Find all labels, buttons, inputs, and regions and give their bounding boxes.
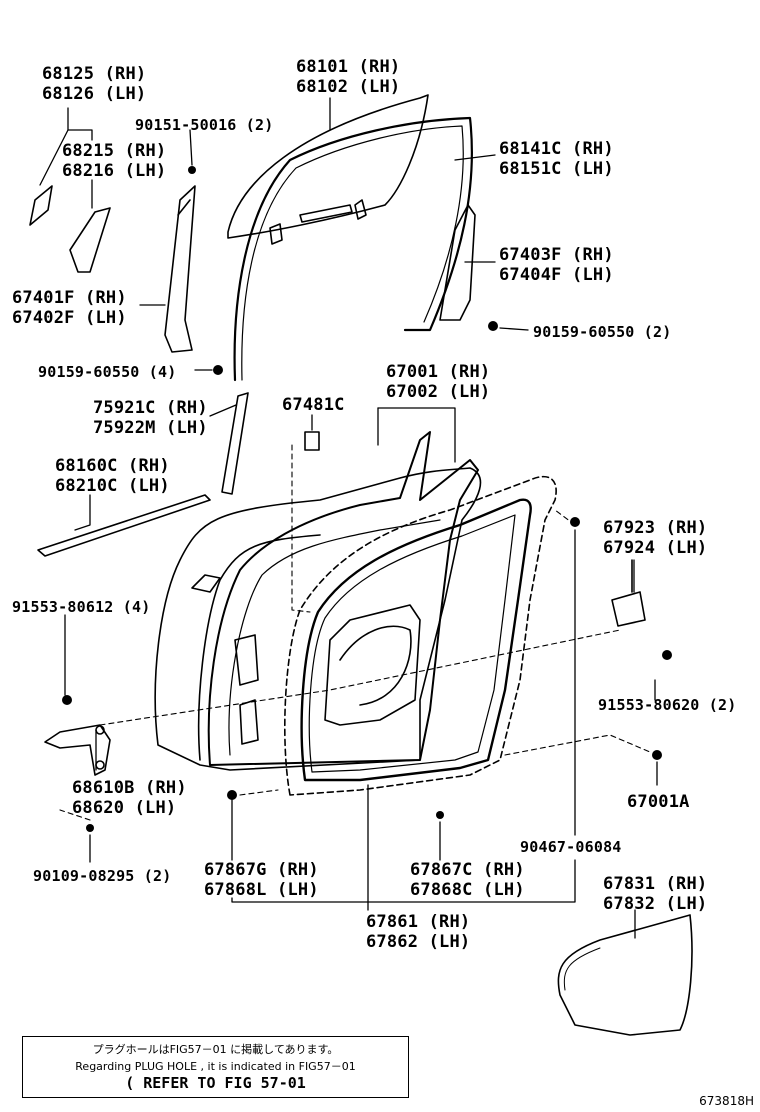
label-90467-text: 90467-06084 (520, 838, 622, 856)
door-check (611, 591, 646, 627)
label-90159-4-text: 90159-60550 (4) (38, 363, 177, 381)
label-68125-rh: 68125 (RH) (42, 64, 147, 84)
label-67831-rh: 67831 (RH) (603, 874, 708, 894)
label-67867g: 67867G (RH)67868L (LH) (204, 860, 319, 900)
rear-division-bar (439, 204, 476, 321)
door-frame (207, 431, 479, 766)
label-68215-lh: 68216 (LH) (62, 161, 167, 181)
label-68160c: 68160C (RH)68210C (LH) (55, 456, 170, 496)
label-68215-rh: 68215 (RH) (62, 141, 167, 161)
label-68160c-lh: 68210C (LH) (55, 476, 170, 496)
division-bar (164, 185, 196, 353)
label-90159-4: 90159-60550 (4) (38, 362, 176, 382)
label-68141c-lh: 68151C (LH) (499, 159, 614, 179)
label-67923-rh: 67923 (RH) (603, 518, 708, 538)
note-english: Regarding PLUG HOLE , it is indicated in… (75, 1060, 356, 1073)
label-90151: 90151-50016 (2) (135, 115, 273, 135)
label-91553-2-text: 91553-80620 (2) (598, 696, 737, 714)
note-refer-fig: ( REFER TO FIG 57-01 (125, 1074, 306, 1092)
label-90109: 90109-08295 (2) (33, 866, 171, 886)
label-67401f: 67401F (RH)67402F (LH) (12, 288, 127, 328)
label-67831-lh: 67832 (LH) (603, 894, 708, 914)
label-67831: 67831 (RH)67832 (LH) (603, 874, 707, 914)
belt-molding (221, 392, 249, 495)
label-75921c-rh: 75921C (RH) (93, 398, 208, 418)
label-67923: 67923 (RH)67924 (LH) (603, 518, 707, 558)
label-91553-4-text: 91553-80612 (4) (12, 598, 151, 616)
label-68215: 68215 (RH)68216 (LH) (62, 141, 166, 181)
leader-lines (39, 97, 658, 939)
door-glass (227, 94, 429, 239)
figure-id: 673818H (699, 1094, 754, 1108)
label-68160c-rh: 68160C (RH) (55, 456, 170, 476)
label-67403f: 67403F (RH)67404F (LH) (499, 245, 614, 285)
note-japanese: プラグホールはFIG57－01 に掲載してあります。 (92, 1043, 339, 1056)
label-67001a-text: 67001A (627, 792, 690, 812)
label-67867g-lh: 67868L (LH) (204, 880, 319, 900)
label-90151-text: 90151-50016 (2) (135, 116, 274, 134)
label-67403f-rh: 67403F (RH) (499, 245, 614, 265)
quarter-glass-weatherstrip (69, 207, 111, 273)
glass-run-channel (233, 116, 473, 382)
label-67867c-rh: 67867C (RH) (410, 860, 525, 880)
label-68141c-rh: 68141C (RH) (499, 139, 614, 159)
label-67001-lh: 67002 (LH) (386, 382, 491, 402)
label-67861-lh: 67862 (LH) (366, 932, 471, 952)
label-91553-2: 91553-80620 (2) (598, 695, 736, 715)
label-68125: 68125 (RH)68126 (LH) (42, 64, 146, 104)
label-67001: 67001 (RH)67002 (LH) (386, 362, 490, 402)
door-weatherstrip (283, 475, 557, 796)
door-panel (154, 467, 482, 771)
label-67401f-rh: 67401F (RH) (12, 288, 127, 308)
fasteners (62, 166, 672, 832)
label-75921c: 75921C (RH)75922M (LH) (93, 398, 208, 438)
label-68101-rh: 68101 (RH) (296, 57, 401, 77)
reference-note-box: プラグホールはFIG57－01 に掲載してあります。 Regarding PLU… (22, 1036, 409, 1098)
label-67861: 67861 (RH)67862 (LH) (366, 912, 470, 952)
label-90109-text: 90109-08295 (2) (33, 867, 172, 885)
label-67867c-lh: 67868C (LH) (410, 880, 525, 900)
label-90467: 90467-06084 (520, 837, 622, 857)
quarter-glass (29, 185, 53, 226)
cushion-67481c (304, 431, 320, 451)
door-trim (557, 914, 693, 1036)
label-90159-2: 90159-60550 (2) (533, 322, 671, 342)
outer-weatherstrip (37, 494, 211, 557)
label-67481c-text: 67481C (282, 395, 345, 415)
label-68141c: 68141C (RH)68151C (LH) (499, 139, 614, 179)
label-68101: 68101 (RH)68102 (LH) (296, 57, 400, 97)
label-67401f-lh: 67402F (LH) (12, 308, 127, 328)
label-68610b: 68610B (RH)68620 (LH) (72, 778, 187, 818)
label-67867g-rh: 67867G (RH) (204, 860, 319, 880)
label-68610b-rh: 68610B (RH) (72, 778, 187, 798)
label-91553-4: 91553-80612 (4) (12, 597, 150, 617)
label-67001-rh: 67001 (RH) (386, 362, 491, 382)
label-75921c-lh: 75922M (LH) (93, 418, 208, 438)
label-68101-lh: 68102 (LH) (296, 77, 401, 97)
label-67403f-lh: 67404F (LH) (499, 265, 614, 285)
label-67001a: 67001A (627, 792, 690, 812)
label-68125-lh: 68126 (LH) (42, 84, 147, 104)
label-68610b-lh: 68620 (LH) (72, 798, 177, 818)
door-hinge (44, 724, 111, 776)
label-67861-rh: 67861 (RH) (366, 912, 471, 932)
label-90159-2-text: 90159-60550 (2) (533, 323, 672, 341)
label-67923-lh: 67924 (LH) (603, 538, 708, 558)
label-67867c: 67867C (RH)67868C (LH) (410, 860, 525, 900)
label-67481c: 67481C (282, 395, 345, 415)
